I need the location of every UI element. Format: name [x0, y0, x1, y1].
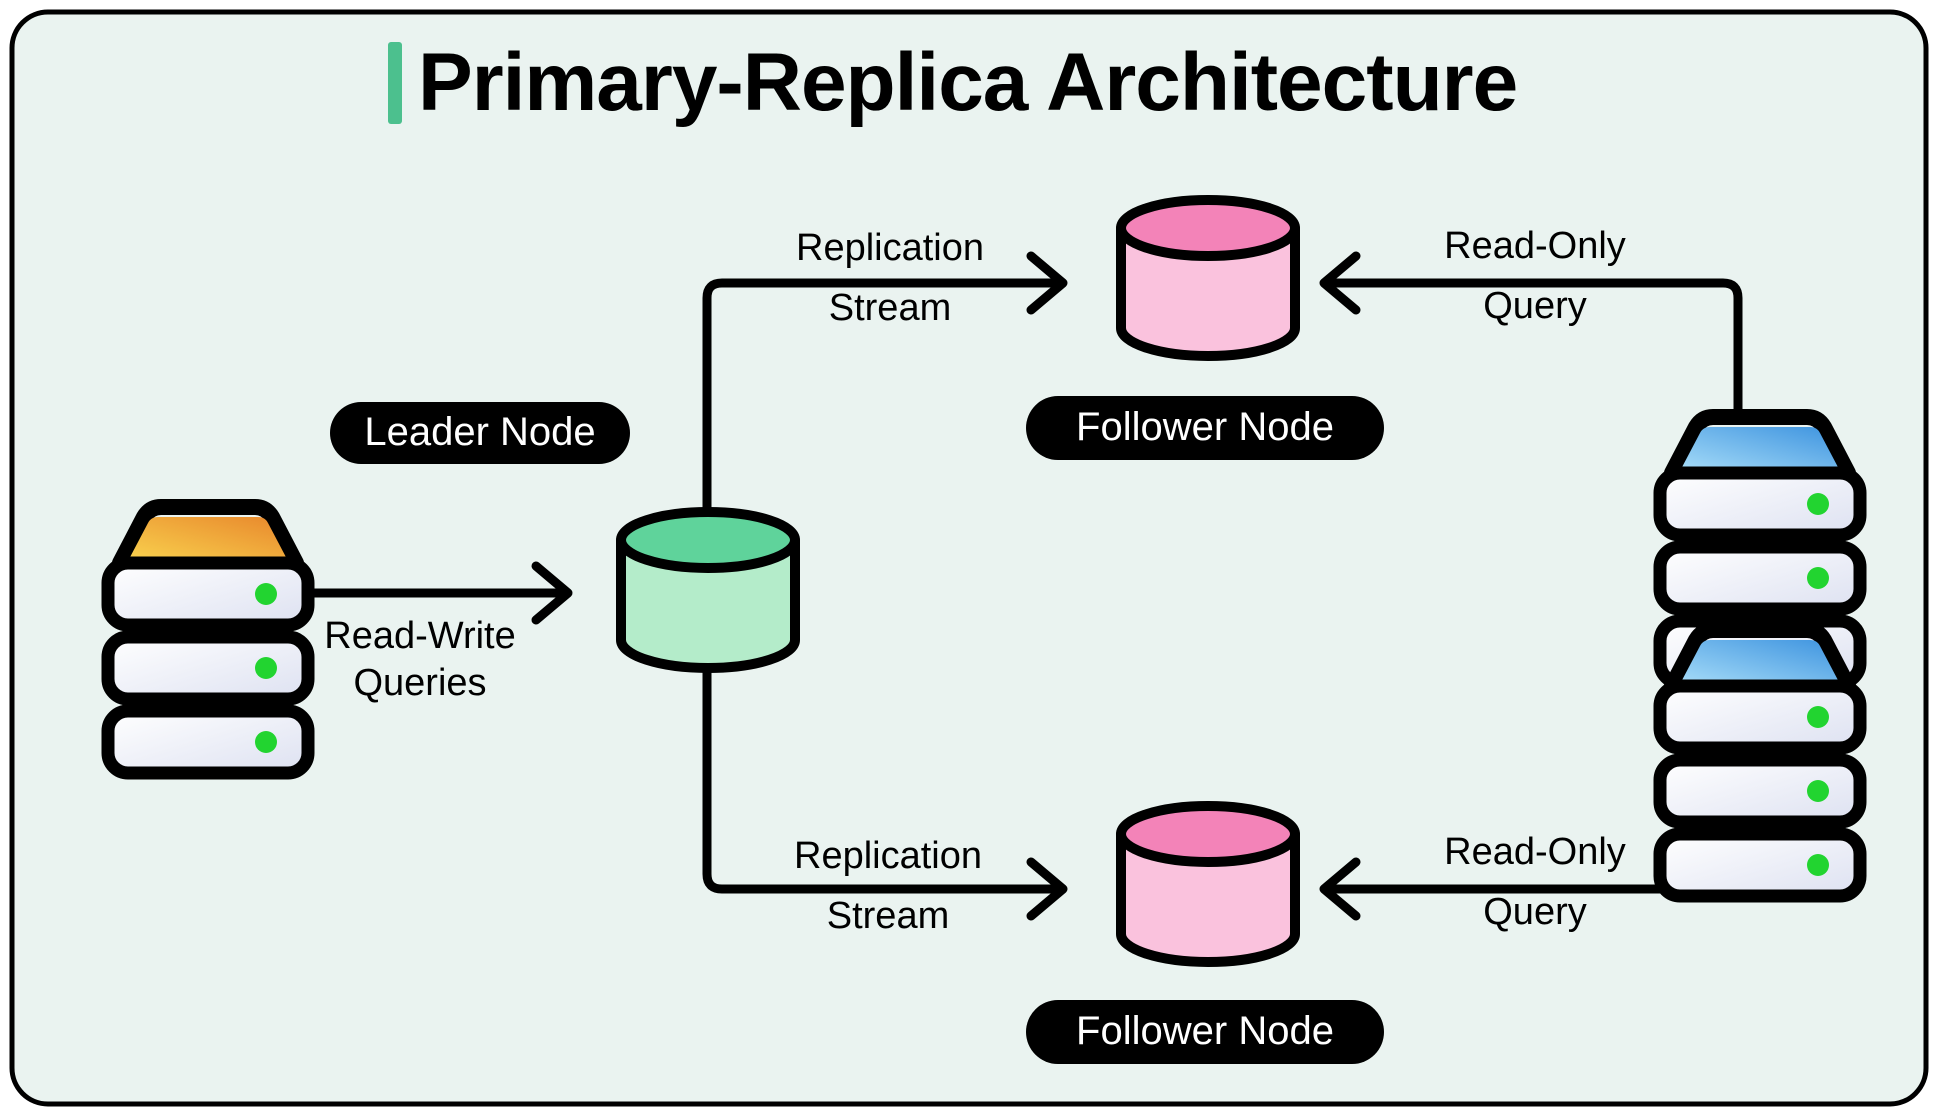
node-reader-server-bottom[interactable] — [1660, 630, 1860, 896]
arrowhead-right-icon — [531, 561, 573, 625]
edge-leader-to-follower-top: Replication Stream — [702, 227, 1068, 525]
edge-line — [702, 278, 1062, 525]
edge-label-line2: Stream — [827, 895, 949, 937]
server-stack-icon — [108, 507, 308, 773]
arrowhead-left-icon — [1319, 251, 1361, 315]
database-cylinder-icon — [1121, 806, 1295, 962]
badge-label: Leader Node — [364, 410, 595, 454]
badge-label: Follower Node — [1076, 1009, 1334, 1053]
database-cylinder-icon — [1121, 200, 1295, 356]
database-cylinder-icon — [621, 512, 795, 668]
edge-label-line2: Query — [1483, 891, 1586, 933]
node-client-server[interactable] — [108, 507, 308, 773]
badge-leader-node: Leader Node — [330, 402, 630, 464]
arrowhead-right-icon — [1026, 857, 1068, 921]
node-follower-db-bottom[interactable] — [1121, 806, 1295, 962]
edge-label-line2: Queries — [353, 662, 486, 704]
status-badge — [1026, 396, 1384, 460]
status-badge — [1026, 1000, 1384, 1064]
server-stack-icon — [1660, 630, 1860, 896]
badge-label: Follower Node — [1076, 405, 1334, 449]
edge-label-line1: Read-Only — [1444, 225, 1626, 267]
title-accent-bar — [388, 42, 402, 124]
arrowhead-right-icon — [1026, 251, 1068, 315]
edge-label-line1: Replication — [796, 227, 984, 269]
edge-label-line1: Read-Only — [1444, 831, 1626, 873]
arrowhead-left-icon — [1319, 857, 1361, 921]
edge-label-line2: Stream — [829, 287, 951, 329]
page-title: Primary-Replica Architecture — [418, 37, 1517, 128]
badge-follower-node-bottom: Follower Node — [1026, 1000, 1384, 1064]
edge-leader-to-follower-bottom: Replication Stream — [702, 667, 1068, 937]
badge-follower-node-top: Follower Node — [1026, 396, 1384, 460]
edge-line — [702, 667, 1062, 894]
edge-line — [1325, 278, 1743, 425]
edge-reader-top-to-follower-top: Read-Only Query — [1319, 225, 1743, 425]
edge-label-line2: Query — [1483, 285, 1586, 327]
node-leader-db[interactable] — [621, 512, 795, 668]
status-badge — [330, 402, 630, 464]
edge-label-line1: Read-Write — [324, 615, 515, 657]
node-follower-db-top[interactable] — [1121, 200, 1295, 356]
edge-label-line1: Replication — [794, 835, 982, 877]
